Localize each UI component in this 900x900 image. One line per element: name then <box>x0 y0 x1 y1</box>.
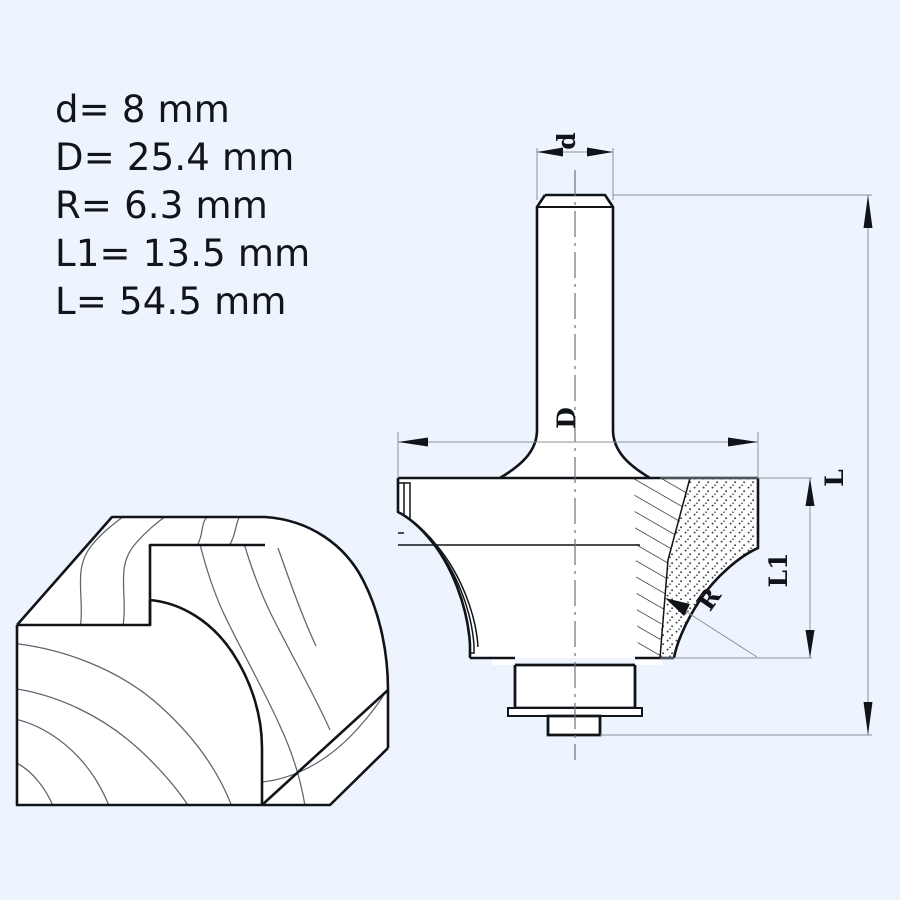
d-label: d <box>552 132 581 149</box>
carbide-edge-strip-left-inner <box>404 482 479 648</box>
D-label: D <box>552 407 581 429</box>
bit-neck-right-blend <box>611 429 651 480</box>
dimension-d: d <box>536 132 614 200</box>
workpiece-wood-block <box>15 515 390 807</box>
wood-grain-side <box>262 690 388 783</box>
dimension-annotations: d D R <box>397 132 873 736</box>
L-label: L <box>820 469 849 487</box>
L-arrow-top <box>863 195 873 228</box>
bearing-screw <box>546 714 602 737</box>
L1-label: L1 <box>764 553 793 588</box>
d-arrow-left <box>537 147 563 157</box>
spec-line-L: L= 54.5 mm <box>55 280 287 323</box>
dimension-L: L <box>600 194 873 736</box>
dimension-L1: L1 <box>660 477 815 659</box>
R-arrow <box>665 598 690 616</box>
specification-list: d= 8 mm D= 25.4 mm R= 6.3 mm L1= 13.5 mm… <box>55 86 385 326</box>
wood-outline <box>15 515 390 807</box>
L-arrow-bottom <box>863 702 873 735</box>
D-arrow-right <box>728 437 758 447</box>
L1-arrow-top <box>805 478 815 506</box>
bit-head-left-fill <box>398 478 574 658</box>
spec-line-d: d= 8 mm <box>55 88 231 131</box>
router-bit <box>396 170 760 760</box>
spec-line-R: R= 6.3 mm <box>55 184 268 227</box>
bit-neck-left-blend <box>499 429 539 480</box>
carbide-steel-boundary <box>659 477 691 659</box>
d-arrow-right <box>587 147 613 157</box>
wood-grain-front <box>17 642 235 805</box>
D-arrow-left <box>398 437 428 447</box>
spec-line-L1: L1= 13.5 mm <box>55 232 311 275</box>
bit-shank-fill <box>537 195 613 452</box>
bit-cutting-edge-right <box>672 478 760 659</box>
spec-line-D: D= 25.4 mm <box>55 136 295 179</box>
dimension-D: D <box>397 407 759 478</box>
L1-arrow-bottom <box>805 630 815 658</box>
carbide-edge-strip-left <box>398 482 475 654</box>
wood-front-face <box>17 600 262 805</box>
